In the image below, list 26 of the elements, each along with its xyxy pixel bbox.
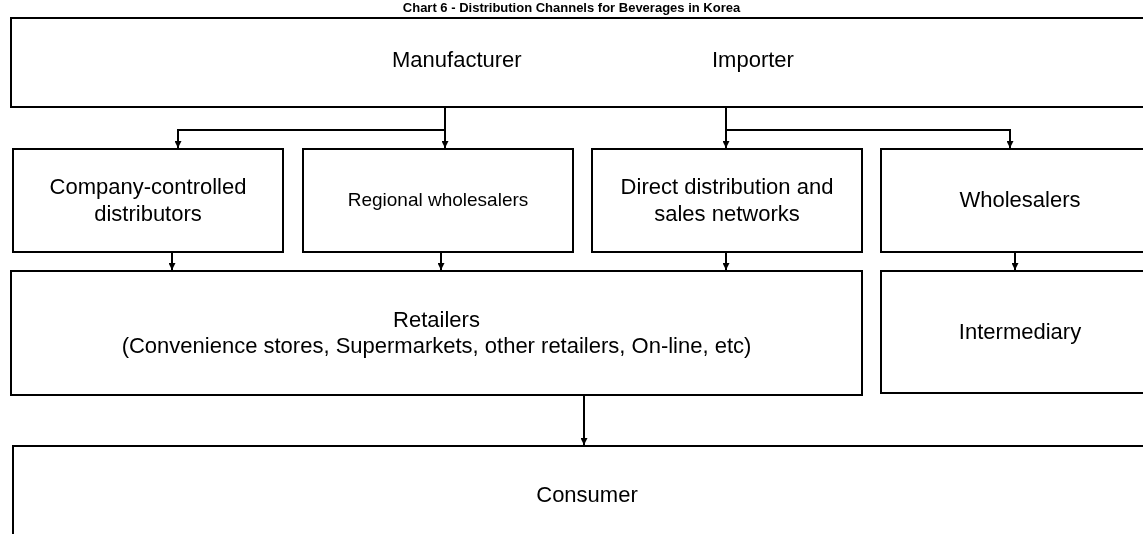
- process-box: [12, 148, 284, 253]
- node-label: Consumer: [536, 481, 638, 509]
- process-box: [10, 270, 863, 396]
- process-box: [302, 148, 574, 253]
- arrow: [580, 395, 588, 446]
- node-text: Importer: [712, 47, 794, 74]
- arrow: [441, 107, 449, 149]
- process-box: [591, 148, 863, 253]
- end-box: [12, 445, 1143, 534]
- arrow: [725, 107, 1014, 149]
- node-label: Direct distribution and sales networks: [619, 174, 835, 227]
- node-heading: Retailers: [393, 306, 480, 333]
- process-box: [880, 270, 1143, 394]
- arrow: [1011, 252, 1019, 271]
- source-box: [10, 17, 1143, 108]
- node-text: (Convenience stores, Supermarkets, other retailers, On-line, etc): [121, 333, 752, 360]
- chart-title: Chart 6 - Distribution Channels for Beverages in Korea: [401, 0, 742, 15]
- node-label: Wholesalers: [959, 187, 1081, 214]
- node-heading: Manufacturer: [392, 47, 522, 74]
- arrow: [722, 252, 730, 271]
- arrow: [168, 252, 176, 271]
- node-label: Regional wholesalers: [347, 189, 529, 212]
- process-box: [880, 148, 1143, 253]
- node-label: Intermediary: [958, 318, 1082, 346]
- node-label: Company-controlled distributors: [48, 174, 248, 227]
- arrow: [437, 252, 445, 271]
